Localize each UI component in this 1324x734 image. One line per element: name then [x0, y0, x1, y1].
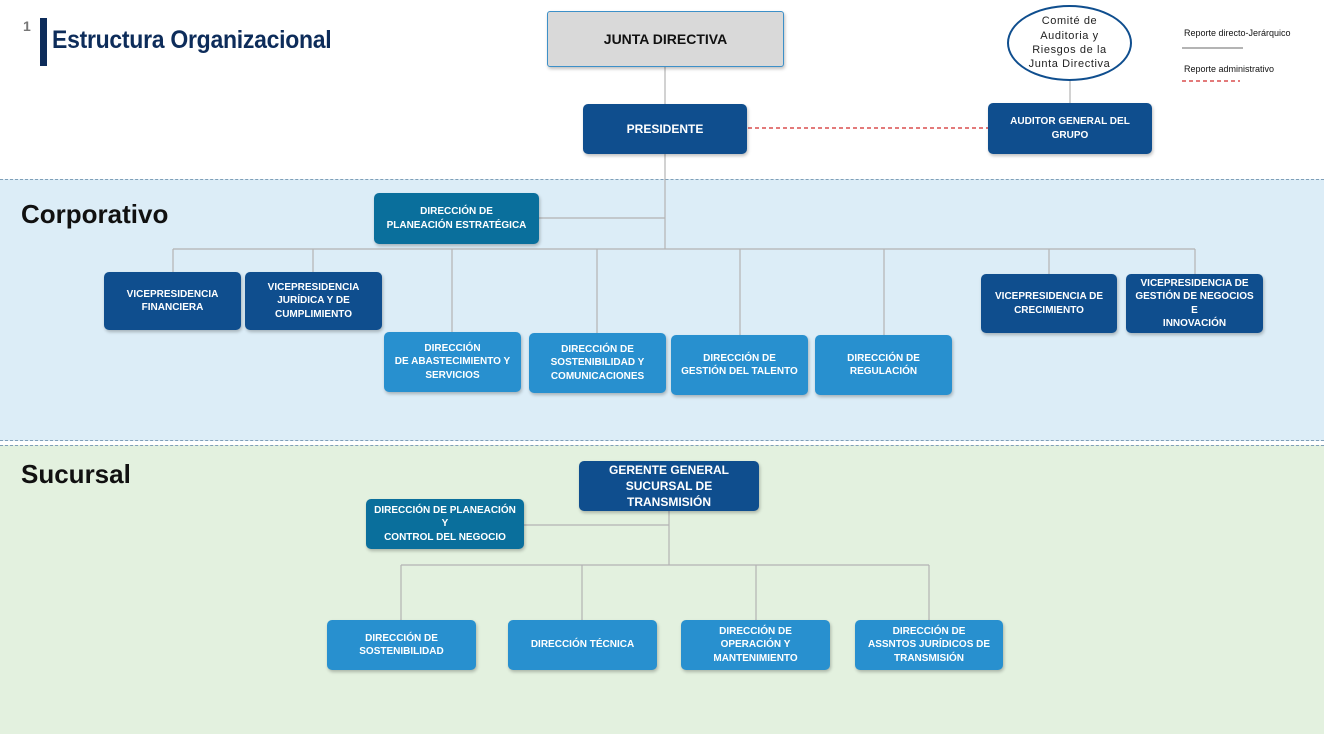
- dir-planeacion-control-box: DIRECCIÓN DE PLANEACIÓN Y CONTROL DEL NE…: [366, 499, 524, 549]
- junta-directiva-box: JUNTA DIRECTIVA: [547, 11, 784, 67]
- dir-gestion-talento-box: DIRECCIÓN DE GESTIÓN DEL TALENTO: [671, 335, 808, 395]
- dir-regulacion-box: DIRECCIÓN DE REGULACIÓN: [815, 335, 952, 395]
- vp-negocios-innovacion-box: VICEPRESIDENCIA DE GESTIÓN DE NEGOCIOS E…: [1126, 274, 1263, 333]
- vp-crecimiento-box: VICEPRESIDENCIA DE CRECIMIENTO: [981, 274, 1117, 333]
- legend-direct: Reporte directo-Jerárquico: [1184, 28, 1291, 38]
- dir-planeacion-estrategica-box: DIRECCIÓN DE PLANEACIÓN ESTRATÉGICA: [374, 193, 539, 244]
- vp-financiera-box: VICEPRESIDENCIA FINANCIERA: [104, 272, 241, 330]
- suc-dir-operacion-box: DIRECCIÓN DE OPERACIÓN Y MANTENIMIENTO: [681, 620, 830, 670]
- vp-juridica-box: VICEPRESIDENCIA JURÍDICA Y DE CUMPLIMIEN…: [245, 272, 382, 330]
- dir-abastecimiento-box: DIRECCIÓN DE ABASTECIMIENTO Y SERVICIOS: [384, 332, 521, 392]
- gerente-general-box: GERENTE GENERAL SUCURSAL DE TRANSMISIÓN: [579, 461, 759, 511]
- page-title: Estructura Organizacional: [52, 26, 332, 54]
- section-corporativo: Corporativo: [21, 199, 169, 229]
- suc-dir-sostenibilidad-box: DIRECCIÓN DE SOSTENIBILIDAD: [327, 620, 476, 670]
- auditor-general-box: AUDITOR GENERAL DEL GRUPO: [988, 103, 1152, 154]
- suc-dir-tecnica-box: DIRECCIÓN TÉCNICA: [508, 620, 657, 670]
- section-sucursal: Sucursal: [21, 459, 131, 489]
- suc-dir-juridicos-box: DIRECCIÓN DE ASSNTOS JURÍDICOS DE TRANSM…: [855, 620, 1003, 670]
- presidente-box: PRESIDENTE: [583, 104, 747, 154]
- comite-auditoria-box: Comité de Auditoria y Riesgos de la Junt…: [1007, 5, 1132, 81]
- legend-admin: Reporte administrativo: [1184, 64, 1275, 74]
- dir-sostenibilidad-comunicaciones-box: DIRECCIÓN DE SOSTENIBILIDAD Y COMUNICACI…: [529, 333, 666, 393]
- title-accent-bar: [40, 18, 47, 66]
- page-number: 1: [23, 18, 31, 34]
